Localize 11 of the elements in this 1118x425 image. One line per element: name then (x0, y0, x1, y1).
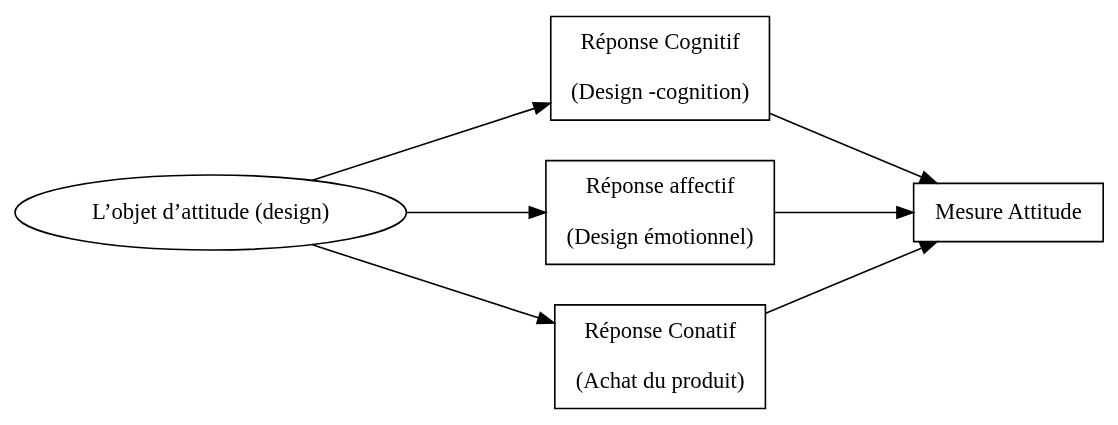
arrow (764, 240, 940, 315)
arrow (768, 112, 940, 185)
node-box: Réponse Cognitif (Design -cognition) (549, 15, 771, 121)
node-ellipse: L’objet d’attitude (design) (14, 174, 408, 251)
arrow (773, 205, 916, 220)
node-box: Réponse Conatif (Achat du produit) (554, 304, 767, 410)
node-box: Réponse affectif (Design émotionnel) (545, 159, 776, 266)
arrow (405, 205, 548, 220)
node-box: Mesure Attitude (912, 182, 1104, 243)
arrow (311, 244, 557, 325)
arrow (311, 102, 553, 181)
